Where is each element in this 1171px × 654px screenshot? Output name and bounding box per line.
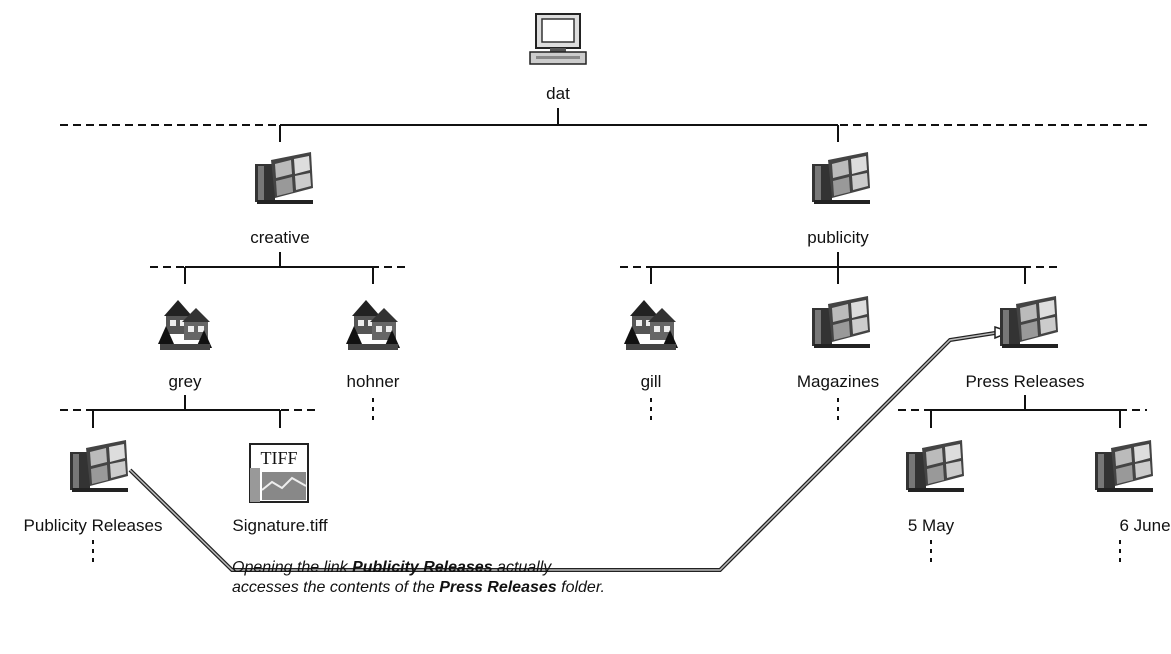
node-label-signature: Signature.tiff: [232, 516, 328, 535]
svg-text:TIFF: TIFF: [260, 448, 297, 468]
folder-icon: [906, 440, 964, 492]
node-label-publicity: publicity: [807, 228, 869, 247]
folder-icon: [1000, 296, 1058, 348]
computer-icon: [529, 13, 587, 65]
link-caption: Opening the link Publicity Releases actu…: [232, 559, 605, 596]
tiff-file-icon: TIFF: [249, 443, 309, 503]
node-label-5-may: 5 May: [907, 516, 955, 535]
user-houses-icon: [158, 300, 212, 350]
node-label-grey: grey: [168, 372, 202, 391]
node-label-magazines: Magazines: [796, 372, 880, 391]
node-label-6-june: 6 June: [1119, 516, 1171, 535]
folder-icon: [812, 296, 870, 348]
node-label-press-releases: Press Releases: [965, 372, 1085, 391]
file-hierarchy-diagram: TIFF: [60, 13, 1153, 572]
node-label-hohner: hohner: [346, 372, 400, 391]
node-label-publicity-releases: Publicity Releases: [23, 516, 163, 535]
folder-icon: [812, 152, 870, 204]
node-label-gill: gill: [640, 372, 662, 391]
user-houses-icon: [346, 300, 400, 350]
user-houses-icon: [624, 300, 678, 350]
node-label-creative: creative: [250, 228, 310, 247]
folder-icon: [70, 440, 128, 492]
folder-icon: [1095, 440, 1153, 492]
node-label-dat: dat: [546, 84, 570, 103]
folder-icon: [255, 152, 313, 204]
